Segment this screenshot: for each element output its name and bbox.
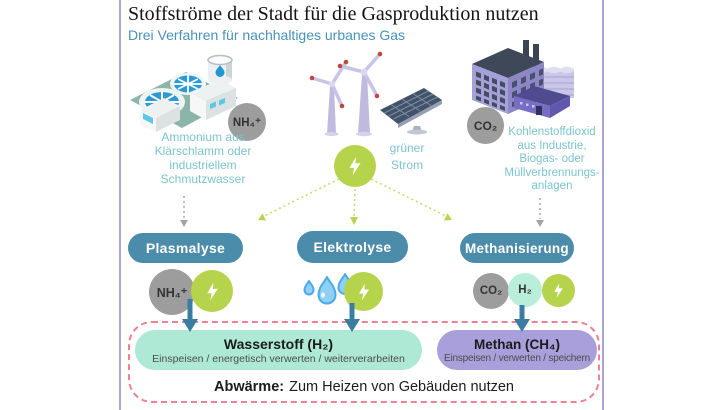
hydrogen-title: Wasserstoff (H₂) xyxy=(223,335,334,352)
lightning-icon xyxy=(554,283,563,298)
process-pill-elektrolyse: Elektrolyse xyxy=(297,231,408,263)
solar-panel-icon xyxy=(380,88,442,135)
waste-heat-note: Abwärme:Zum Heizen von Gebäuden nutzen xyxy=(128,379,600,395)
lightning-badge-methanation xyxy=(542,274,575,307)
waste-heat-text: Zum Heizen von Gebäuden nutzen xyxy=(289,379,514,395)
process-pill-elektrolyse-label: Elektrolyse xyxy=(313,239,392,255)
co2-description-line: Biogas- oder xyxy=(519,153,585,165)
process-pill-plasmalyse-label: Plasmalyse xyxy=(145,240,226,256)
co2-description-line: Kohlenstoffdioxid xyxy=(508,126,596,138)
page-subtitle: Drei Verfahren für nachhaltiges urbanes … xyxy=(128,27,406,43)
wastewater-description-line: Ammonium aus xyxy=(161,130,245,144)
process-pill-methanisierung: Methanisierung xyxy=(460,233,574,263)
green-power-label: grüner Strom xyxy=(378,140,436,174)
process-pill-methanisierung-label: Methanisierung xyxy=(465,240,569,256)
green-arrowhead-right xyxy=(443,213,452,221)
co2-badge-source-label: CO₂ xyxy=(473,118,498,133)
factory-icon xyxy=(472,40,574,118)
green-arrowhead-left xyxy=(258,213,267,221)
frame-left-line xyxy=(119,0,121,410)
h2-badge-input: H₂ xyxy=(508,273,542,307)
green-power-label-line: Strom xyxy=(390,158,423,172)
wind-turbines-icon xyxy=(309,51,383,137)
lightning-badge-electrolysis xyxy=(344,272,383,311)
methane-output-box: Methan (CH₄) Einspeisen / verwerten / sp… xyxy=(437,330,597,370)
wastewater-description: Ammonium aus Klärschlamm oder industriel… xyxy=(130,130,276,186)
frame-right-line xyxy=(602,0,604,410)
co2-description-line: Müllverbrennungs- xyxy=(504,166,600,179)
co2-badge-source: CO₂ xyxy=(467,107,504,144)
nh4-badge-source-label: NH₄⁺ xyxy=(232,117,262,129)
green-power-icon xyxy=(334,145,376,187)
lightning-icon xyxy=(206,282,218,300)
process-pill-plasmalyse: Plasmalyse xyxy=(128,233,243,263)
co2-description-line: aus Industrie, xyxy=(517,139,587,152)
wastewater-description-line: Klärschlamm oder xyxy=(154,144,252,158)
gray-arrowhead-right xyxy=(536,220,544,227)
nh4-badge-input-label: NH₄⁺ xyxy=(156,285,188,300)
co2-description-line: anlagen xyxy=(531,180,573,192)
co2-badge-input-label: CO₂ xyxy=(479,285,503,297)
co2-badge-input: CO₂ xyxy=(473,273,509,309)
green-power-label-line: grüner xyxy=(389,141,425,155)
wastewater-description-line: Schmutzwasser xyxy=(160,172,246,186)
lightning-icon xyxy=(358,283,369,300)
methane-subtitle: Einspeisen / verwerten / speichern xyxy=(443,352,591,364)
co2-description: Kohlenstoffdioxid aus Industrie, Biogas-… xyxy=(500,126,604,194)
lightning-badge-plasmalysis xyxy=(191,270,233,312)
waste-heat-label: Abwärme: xyxy=(213,379,285,395)
lightning-icon xyxy=(349,156,361,176)
page-title: Stoffströme der Stadt für die Gasprodukt… xyxy=(128,3,539,25)
hydrogen-subtitle: Einspeisen / energetisch verwerten / wei… xyxy=(152,352,405,365)
nh4-badge-source: NH₄⁺ xyxy=(228,103,266,141)
nh4-badge-input: NH₄⁺ xyxy=(149,269,195,315)
methane-title: Methan (CH₄) xyxy=(474,336,560,352)
green-arrowhead-center xyxy=(350,217,358,225)
hydrogen-output-box: Wasserstoff (H₂) Einspeisen / energetisc… xyxy=(135,330,422,370)
h2-badge-input-label: H₂ xyxy=(518,284,532,296)
wastewater-description-line: industriellem xyxy=(169,158,237,172)
wastewater-plant-icon xyxy=(130,54,238,132)
gray-arrowhead-left xyxy=(180,220,188,227)
